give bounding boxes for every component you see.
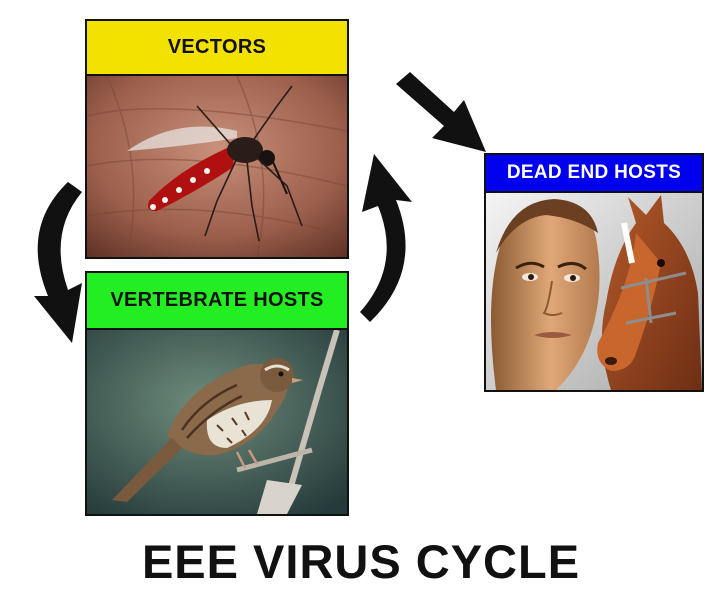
dead-end-hosts-label: DEAD END HOSTS (486, 155, 702, 193)
dead-end-hosts-panel: DEAD END HOSTS (484, 153, 704, 392)
vectors-to-dead-end-arrow (392, 68, 492, 158)
diagram-title: EEE VIRUS CYCLE (0, 534, 722, 589)
vertebrate-to-vectors-arrow (352, 150, 427, 325)
vertebrate-hosts-panel: VERTEBRATE HOSTS (85, 271, 349, 516)
mosquito-image (87, 76, 347, 257)
vertebrate-hosts-label: VERTEBRATE HOSTS (87, 273, 347, 330)
vectors-to-vertebrate-arrow (20, 178, 90, 348)
human-horse-image (486, 193, 702, 390)
sparrow-image (87, 330, 347, 514)
vectors-label: VECTORS (87, 21, 347, 76)
vectors-panel: VECTORS (85, 19, 349, 259)
